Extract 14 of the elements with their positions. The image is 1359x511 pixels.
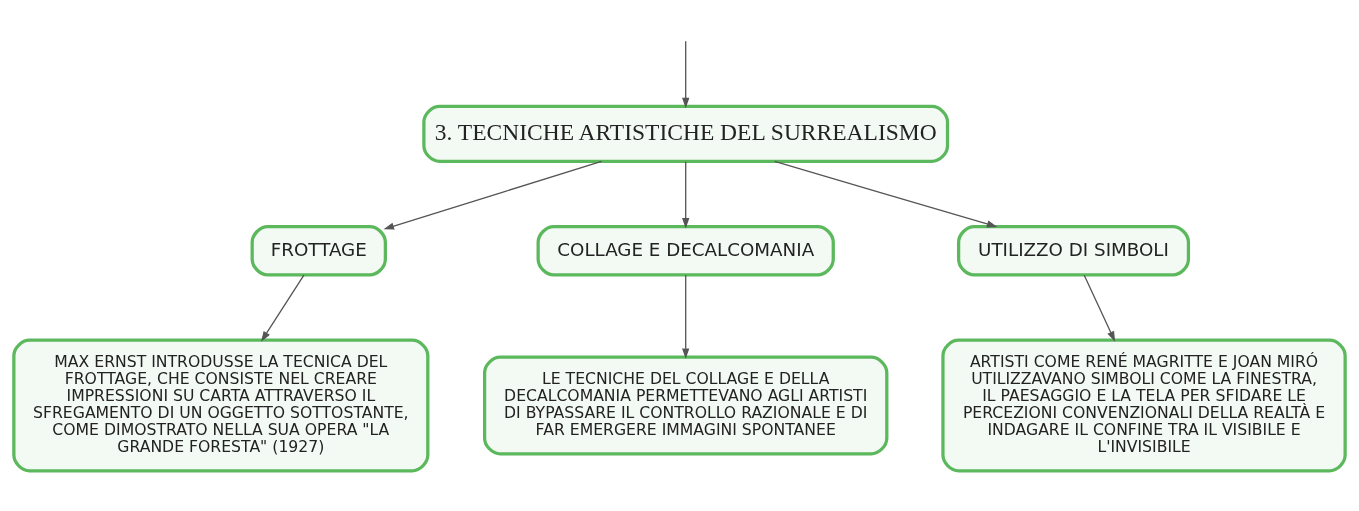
node-box: COLLAGE E DECALCOMANIA	[536, 224, 835, 277]
arrow	[682, 40, 690, 109]
node-box: 3. TECNICHE ARTISTICHE DEL SURREALISMO	[422, 104, 950, 163]
node-box: LE TECNICHE DEL COLLAGE E DELLA DECALCOMANIA PERMETTEVANO AGLI ARTISTI DI BYPASSARE IL CONTROLLO RAZIONALE E DI FAR EMERGERE IMMAGINI SPONTANEE	[483, 355, 889, 456]
arrow	[682, 274, 690, 359]
node-box: FROTTAGE	[250, 224, 387, 277]
node-box: UTILIZZO DI SIMBOLI	[957, 224, 1191, 277]
node-box: MAX ERNST INTRODUSSE LA TECNICA DEL FROTTAGE, CHE CONSISTE NEL CREARE IMPRESSIONI SU CARTA ATTRAVERSO IL SFREGAMENTO DI UN OGGETTO SOTTOSTANTE, COME DIMOSTRATO NELLA SUA OPERA "LA GRANDE FORESTA" (1927)	[12, 338, 430, 473]
arrow	[682, 161, 690, 229]
arrow	[774, 160, 998, 228]
arrow	[1083, 274, 1116, 342]
arrow	[383, 160, 603, 230]
arrow	[261, 274, 305, 342]
node-box: ARTISTI COME RENÉ MAGRITTE E JOAN MIRÓ UTILIZZAVANO SIMBOLI COME LA FINESTRA, IL PAESAGGIO E LA TELA PER SFIDARE LE PERCEZIONI CONVENZIONALI DELLA REALTÀ E INDAGARE IL CONFINE TRA IL VISIBILE E L'INVISIBILE	[941, 338, 1347, 473]
